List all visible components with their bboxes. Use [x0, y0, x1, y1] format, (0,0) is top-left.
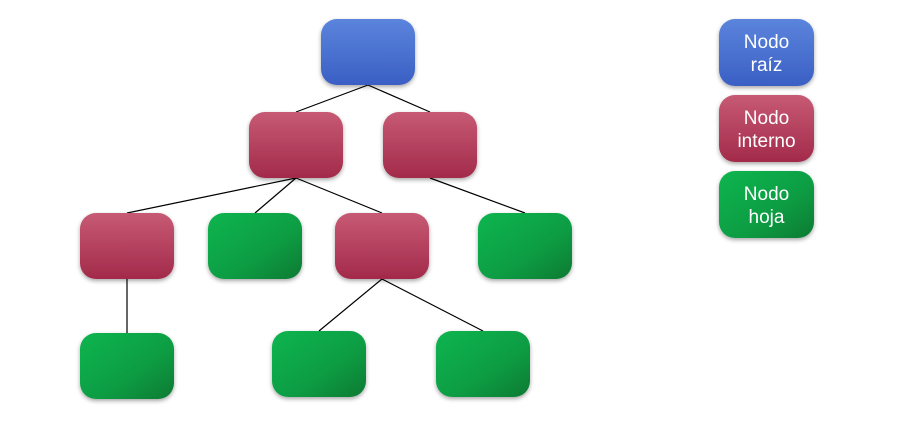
legend-label-line1: Nodo	[744, 184, 789, 205]
legend-label-line2: raíz	[751, 55, 783, 76]
legend-swatch-root	[719, 19, 814, 86]
edges	[126, 84, 526, 333]
edge-n2-n6	[429, 177, 526, 214]
legend-swatch-internal	[719, 95, 814, 162]
edge-n0-n1	[295, 84, 369, 113]
edge-n1-n3	[126, 177, 297, 214]
edge-n0-n2	[367, 84, 431, 113]
legend-label-line2: interno	[737, 131, 795, 152]
nodes	[80, 19, 572, 399]
root-node-n0	[321, 19, 415, 85]
leaf-node-n9	[436, 331, 530, 397]
edge-n1-n5	[295, 177, 383, 214]
legend-swatch-leaf	[719, 171, 814, 238]
internal-node-n2	[383, 112, 477, 178]
legend-label-line2: hoja	[749, 207, 785, 228]
leaf-node-n6	[478, 213, 572, 279]
edge-n5-n8	[318, 278, 383, 332]
edge-n1-n4	[254, 177, 297, 214]
leaf-node-n8	[272, 331, 366, 397]
edge-n5-n9	[381, 278, 484, 332]
internal-node-n1	[249, 112, 343, 178]
legend-label-line1: Nodo	[744, 108, 789, 129]
leaf-node-n4	[208, 213, 302, 279]
leaf-node-n7	[80, 333, 174, 399]
internal-node-n5	[335, 213, 429, 279]
legend-label-line1: Nodo	[744, 32, 789, 53]
internal-node-n3	[80, 213, 174, 279]
